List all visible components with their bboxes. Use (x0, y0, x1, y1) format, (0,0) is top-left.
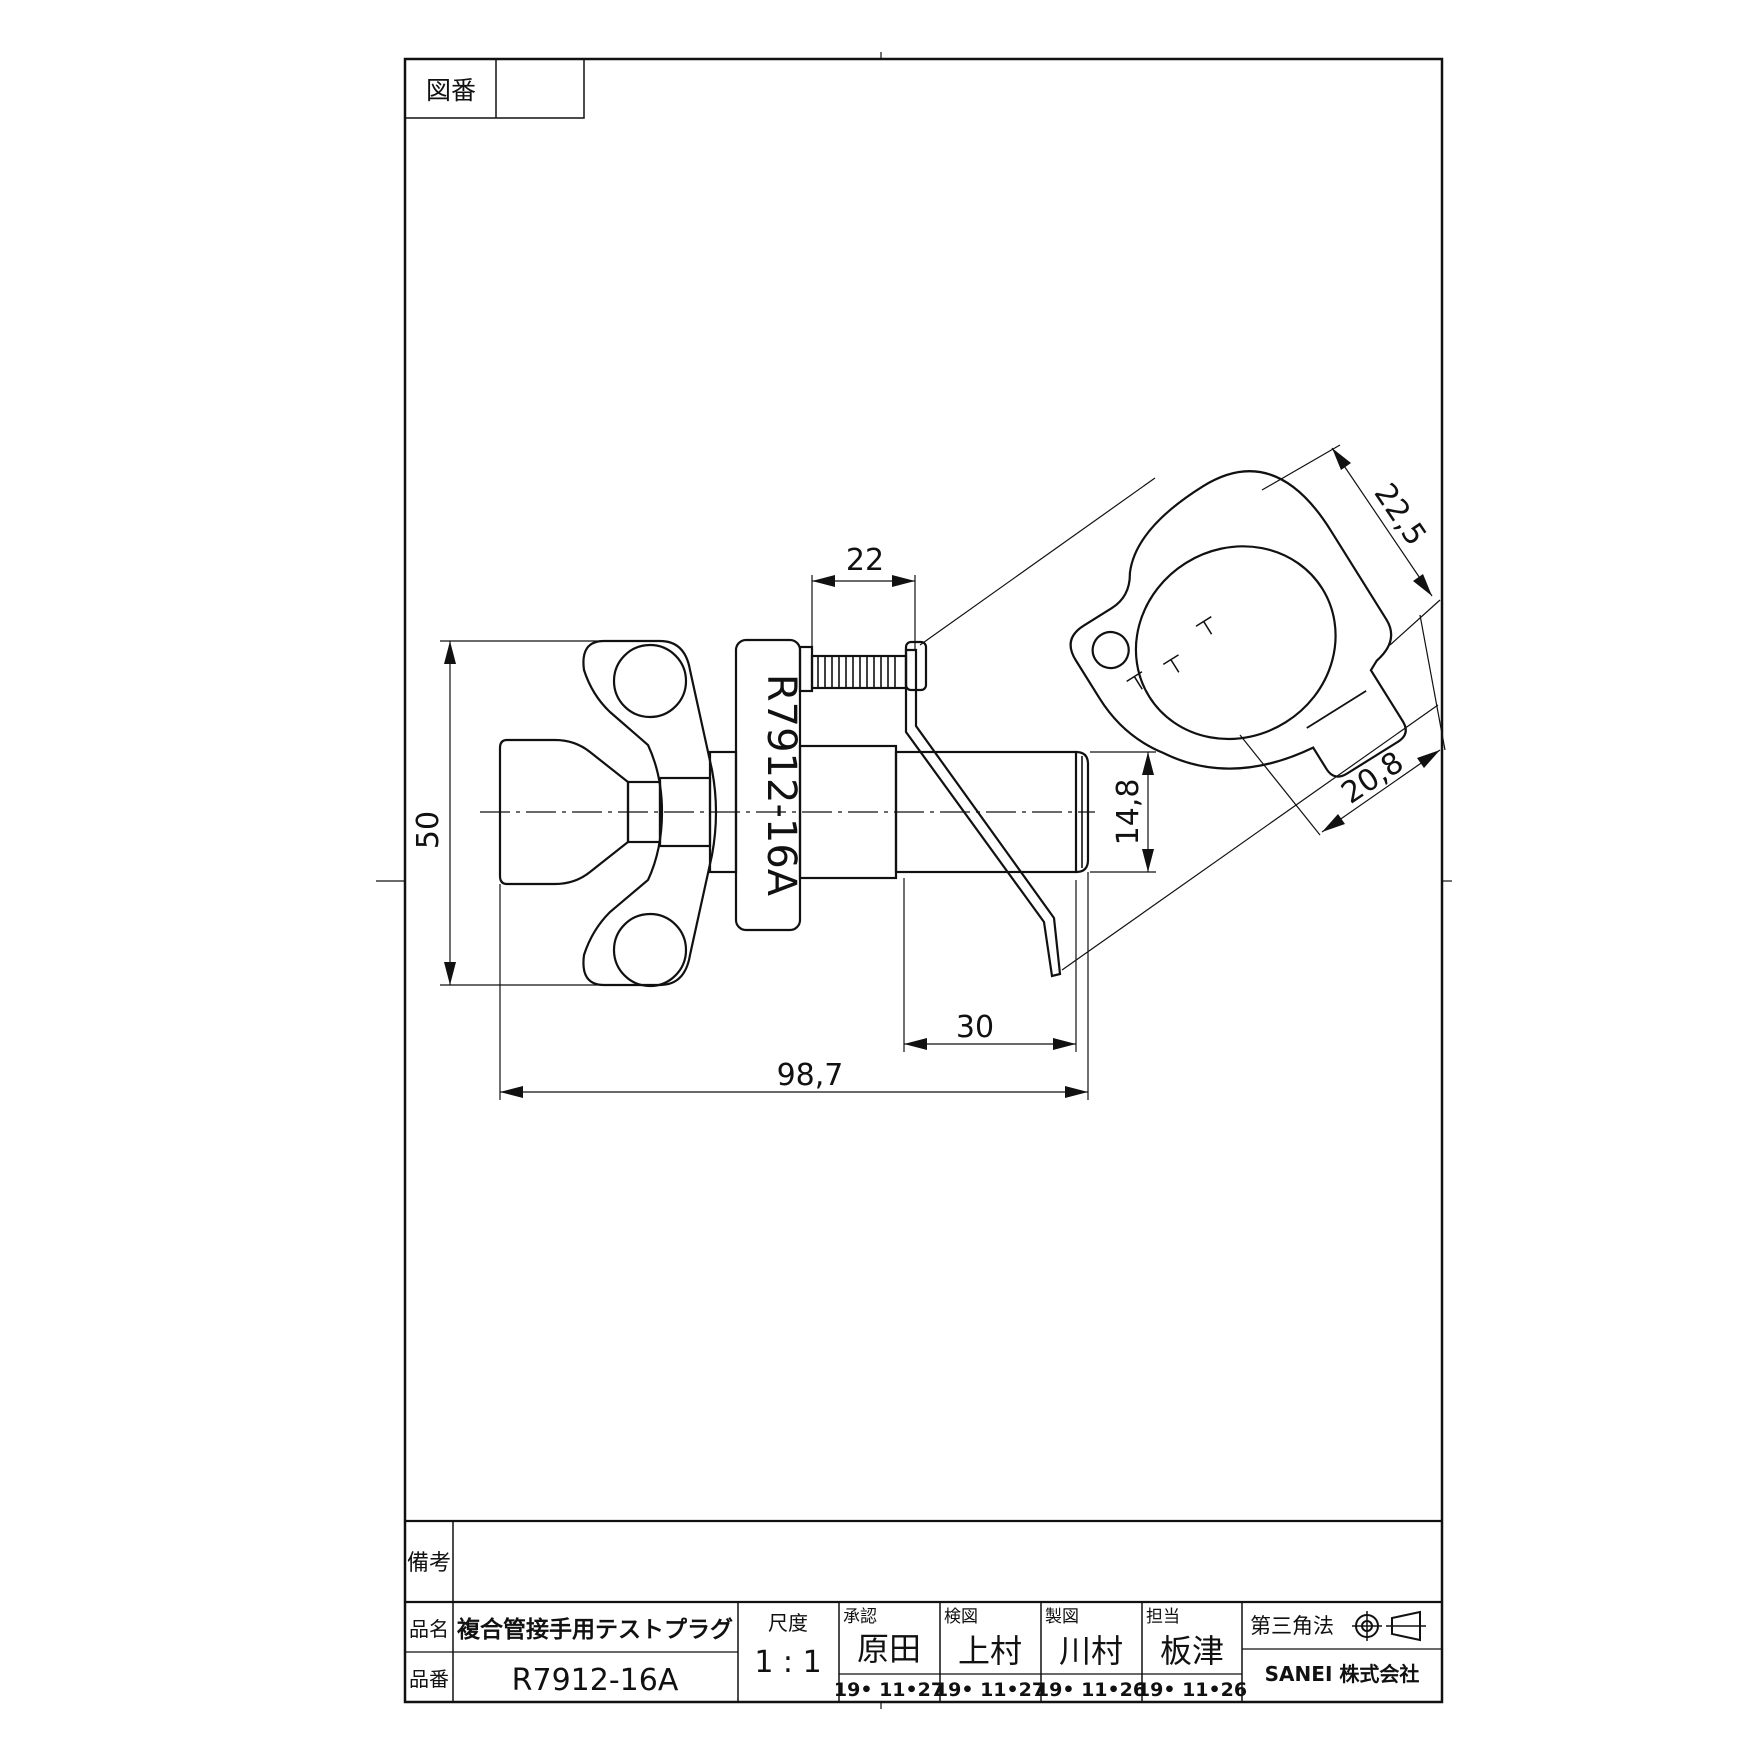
approval-date: 19• 11•27 (834, 1679, 944, 1701)
company-name: SANEI 株式会社 (1265, 1662, 1420, 1686)
sheet-frame (376, 52, 1452, 1709)
product-number-label: 品番 (409, 1667, 449, 1691)
shaft (798, 744, 1090, 880)
product-name-label: 品名 (409, 1617, 449, 1641)
responsible-label: 担当 (1146, 1607, 1180, 1627)
scale-label: 尺度 (768, 1611, 808, 1635)
clip-detail (1069, 470, 1407, 778)
approval-name: 原田 (857, 1630, 921, 1668)
dimension-overall-length: 98,7 (777, 1058, 844, 1093)
dimension-shaft-length: 30 (956, 1010, 994, 1045)
dimension-lines (440, 444, 1446, 1100)
drafting-label: 製図 (1045, 1607, 1079, 1627)
title-block: 品名 複合管接手用テストプラグ 品番 R7912-16A 尺度 1 : 1 承認… (405, 1600, 1442, 1702)
inspection-label: 検図 (944, 1607, 978, 1627)
dimension-clip-ring-width: 20,8 (1335, 745, 1410, 811)
scale-value: 1 : 1 (754, 1645, 821, 1680)
responsible-date: 19• 11•26 (1137, 1679, 1247, 1701)
drawing-number-box: 図番 (404, 58, 585, 119)
inspection-name: 上村 (958, 1632, 1022, 1670)
product-number: R7912-16A (512, 1663, 679, 1698)
dimension-wing-height: 50 (411, 811, 446, 849)
projection-method: 第三角法 (1250, 1614, 1334, 1638)
spring-lever (904, 648, 1062, 978)
engraving-text: R7912-16A (758, 674, 804, 897)
drafting-date: 19• 11•26 (1036, 1679, 1146, 1701)
remarks-row: 備考 (405, 1519, 1442, 1602)
dimension-screw-length: 22 (846, 543, 884, 578)
drawing-number-label: 図番 (426, 76, 476, 105)
wing-nut (498, 639, 738, 988)
remarks-label: 備考 (407, 1551, 451, 1576)
responsible-name: 板津 (1160, 1632, 1224, 1670)
third-angle-projection-icon (1352, 1610, 1426, 1642)
drafting-name: 川村 (1059, 1632, 1123, 1670)
inspection-date: 19• 11•27 (935, 1679, 1045, 1701)
body-collar: R7912-16A (734, 638, 804, 932)
product-name: 複合管接手用テストプラグ (457, 1616, 733, 1643)
dimension-shaft-diameter: 14,8 (1111, 779, 1146, 846)
approval-label: 承認 (843, 1607, 877, 1627)
